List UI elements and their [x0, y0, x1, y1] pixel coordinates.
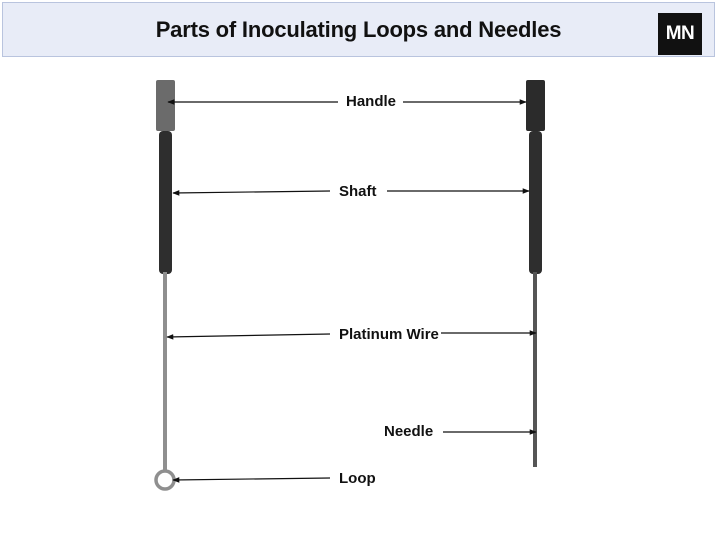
page-title: Parts of Inoculating Loops and Needles	[155, 17, 562, 42]
shaft-arrow-left	[172, 190, 331, 196]
platinum-wire-arrow-left	[166, 333, 331, 340]
needle-tool-shaft	[529, 131, 542, 274]
inoculating-needle-tool	[526, 80, 545, 467]
label-arrows	[166, 99, 537, 483]
shaft-label: Shaft	[339, 183, 377, 200]
needle-tool-needle-wire	[533, 272, 537, 467]
header-banner: Parts of Inoculating Loops and Needles M…	[2, 2, 715, 57]
loop-tool-platinum-wire	[163, 272, 167, 470]
handle-label: Handle	[346, 93, 397, 110]
needle-tool-handle	[526, 80, 545, 131]
inoculating-loop-tool	[154, 80, 176, 491]
loop-label: Loop	[339, 470, 376, 487]
needle-label: Needle	[384, 423, 434, 440]
loop-tool-loop	[154, 469, 176, 491]
platinum-wire-label: Platinum Wire	[339, 326, 439, 343]
brand-logo: MN	[658, 13, 702, 55]
loop-tool-handle	[156, 80, 175, 131]
loop-arrow-left	[172, 477, 331, 483]
loop-tool-shaft	[159, 131, 172, 274]
